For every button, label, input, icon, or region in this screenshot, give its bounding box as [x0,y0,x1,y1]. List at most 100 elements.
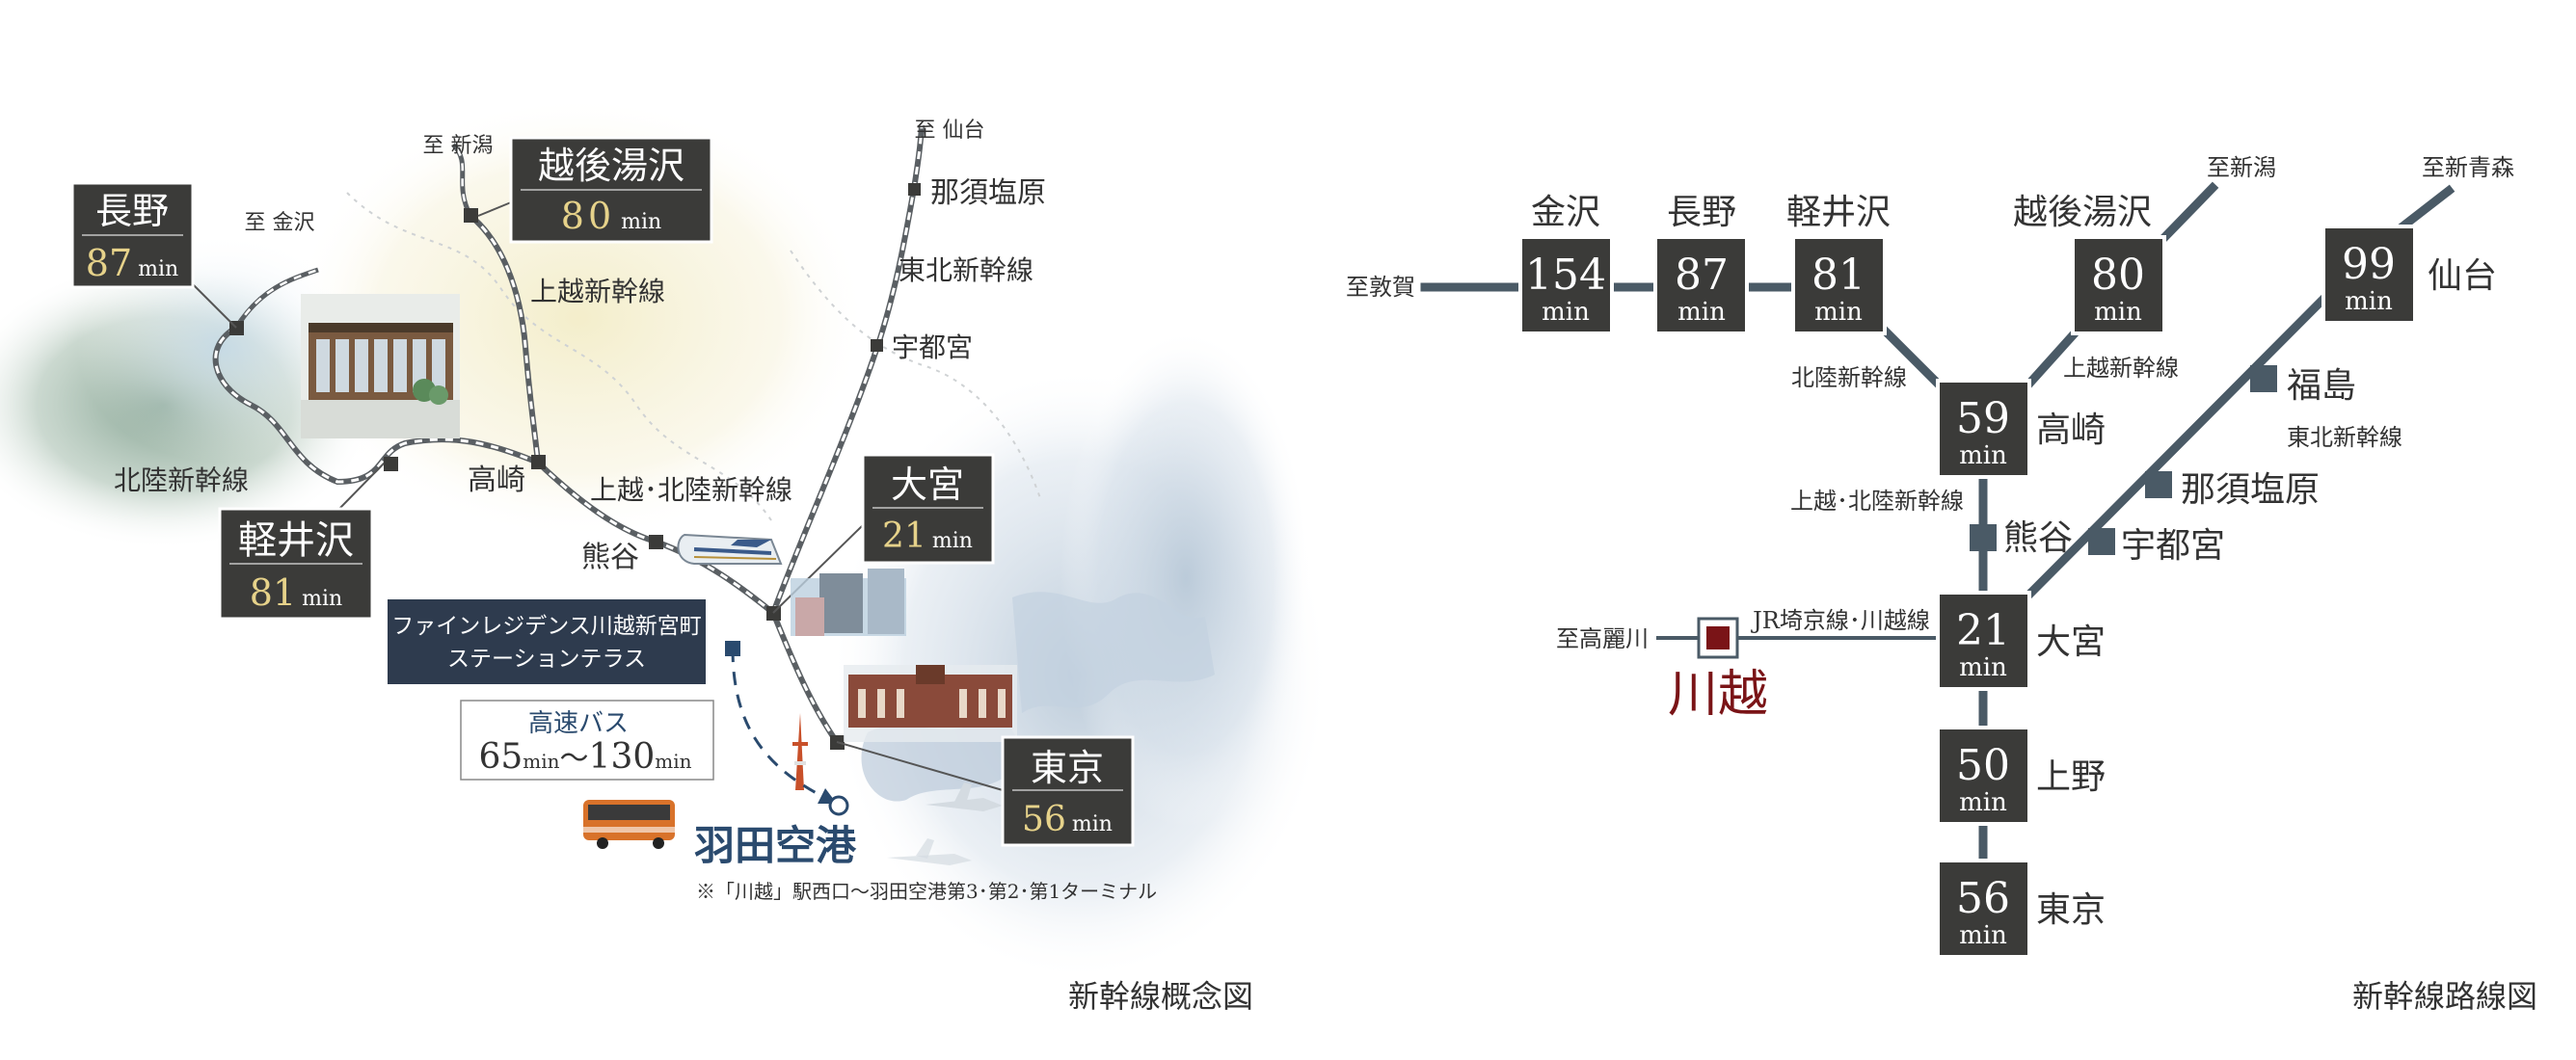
right-map [1420,181,2455,959]
omiya-name: 大宮 [891,464,964,506]
unit-omiya: min [1959,653,2007,682]
karuizawa-time: 81 [250,571,296,614]
label-tohoku-r: 東北新幹線 [2287,424,2402,451]
time-sendai: 99 [2342,240,2396,289]
bus-time-max: 130 [589,737,656,777]
label-takasaki: 高崎 [468,464,525,497]
time-kanazawa: 154 [1525,251,1606,300]
left-map [0,96,1330,983]
tokyo-unit: min [1072,812,1113,836]
label-hokuriku-shinkansen: 北陸新幹線 [114,464,249,496]
omiya-box [861,453,995,565]
haneda-marker [828,795,849,816]
time-ueno: 50 [1956,741,2010,790]
bus-icon [583,800,675,849]
residence-box [388,599,706,684]
label-utsunomiya: 宇都宮 [892,331,973,363]
name-kanazawa: 金沢 [1531,193,1600,232]
karuizawa-box [218,507,374,621]
karuizawa-time-box [1791,235,1887,335]
bus-sep: 〜 [560,742,589,776]
karuizawa-unit: min [302,587,342,611]
omiya-unit: min [932,529,973,553]
svg-text:65min〜130min: 65min〜130min [478,737,691,777]
time-tokyo: 56 [1956,874,2010,923]
unit-nagano: min [1677,298,1726,327]
building-photo-icon [301,294,460,438]
coastline [1012,592,1215,713]
ueno-time-box [1936,726,2031,826]
prefecture-border [346,192,772,521]
station-square-icon [871,339,883,352]
label-to-kanazawa: 至 金沢 [245,211,315,235]
omiya-time-box [1936,591,2031,691]
bus-route [731,648,838,805]
time-nagano: 87 [1675,251,1729,300]
leader-lines [192,201,1004,791]
station-square-icon [2145,471,2172,498]
unit-echigo-yuzawa: min [2094,298,2142,327]
station-square-icon [2088,528,2115,555]
echigo-yuzawa-time: 80 [561,195,615,237]
echigo-yuzawa-time-box [2071,235,2166,335]
station-square-icon [384,457,398,471]
label-tohoku-shinkansen: 東北新幹線 [899,254,1033,286]
station-square-icon [649,535,663,549]
echigo-yuzawa-unit: min [621,210,661,234]
name-tokyo: 東京 [2036,890,2106,930]
label-hokuriku-r: 北陸新幹線 [1791,364,1907,391]
bus-title: 高速バス [528,709,629,738]
label-to-tsuruga: 至敦賀 [1346,274,1415,301]
nagano-unit: min [138,257,178,281]
route-station-markers [1970,365,2277,555]
unit-sendai: min [2345,287,2393,316]
takasaki-time-box [1936,379,2031,479]
station-square-icon [725,641,740,656]
label-joetsu-hokuriku: 上越･北陸新幹線 [590,474,792,506]
echigo-yuzawa-name: 越後湯沢 [538,145,684,187]
name-omiya: 大宮 [2036,623,2106,662]
label-kumagaya: 熊谷 [581,541,639,574]
prefecture-border-2 [790,250,1042,502]
station-square-icon [1970,524,1997,551]
right-caption: 新幹線路線図 [2352,978,2537,1015]
name-nagano: 長野 [1667,193,1736,232]
label-nasushiobara: 那須塩原 [930,176,1046,210]
echigo-yuzawa-box [509,136,713,244]
label-to-shin-aomori: 至新青森 [2422,154,2514,181]
nagano-time-box [1653,235,1749,335]
label-kumagaya-r: 熊谷 [2003,518,2073,558]
kawagoe-marker-inner [1706,626,1730,649]
bus-time-min: 65 [478,737,523,777]
kanazawa-time-box [1518,235,1614,335]
name-ueno: 上野 [2036,757,2106,797]
sky-area [77,231,366,463]
unit-kanazawa: min [1542,298,1590,327]
name-sendai: 仙台 [2428,256,2497,296]
nagano-box [70,181,195,289]
residence-subname: ステーションテラス [447,647,646,672]
haneda-label: 羽田空港 [694,822,857,869]
building-photo-icon [844,665,1017,742]
station-square-icon [464,208,478,223]
tokyo-box [1001,735,1135,847]
label-utsunomiya-r: 宇都宮 [2121,526,2225,566]
airplane-icon [887,782,1003,865]
time-boxes [1518,225,2417,959]
station-square-icon [908,183,921,196]
time-takasaki: 59 [1956,394,2010,443]
unit-takasaki: min [1959,441,2007,470]
station-square-icon [2250,365,2277,392]
bus-unit-1: min [523,750,559,773]
bus-unit-2: min [655,750,691,773]
label-joetsu-hokuriku-r: 上越･北陸新幹線 [1790,488,1964,515]
name-karuizawa: 軽井沢 [1786,193,1891,232]
time-echigo-yuzawa: 80 [2091,251,2145,300]
time-karuizawa: 81 [1811,251,1865,300]
